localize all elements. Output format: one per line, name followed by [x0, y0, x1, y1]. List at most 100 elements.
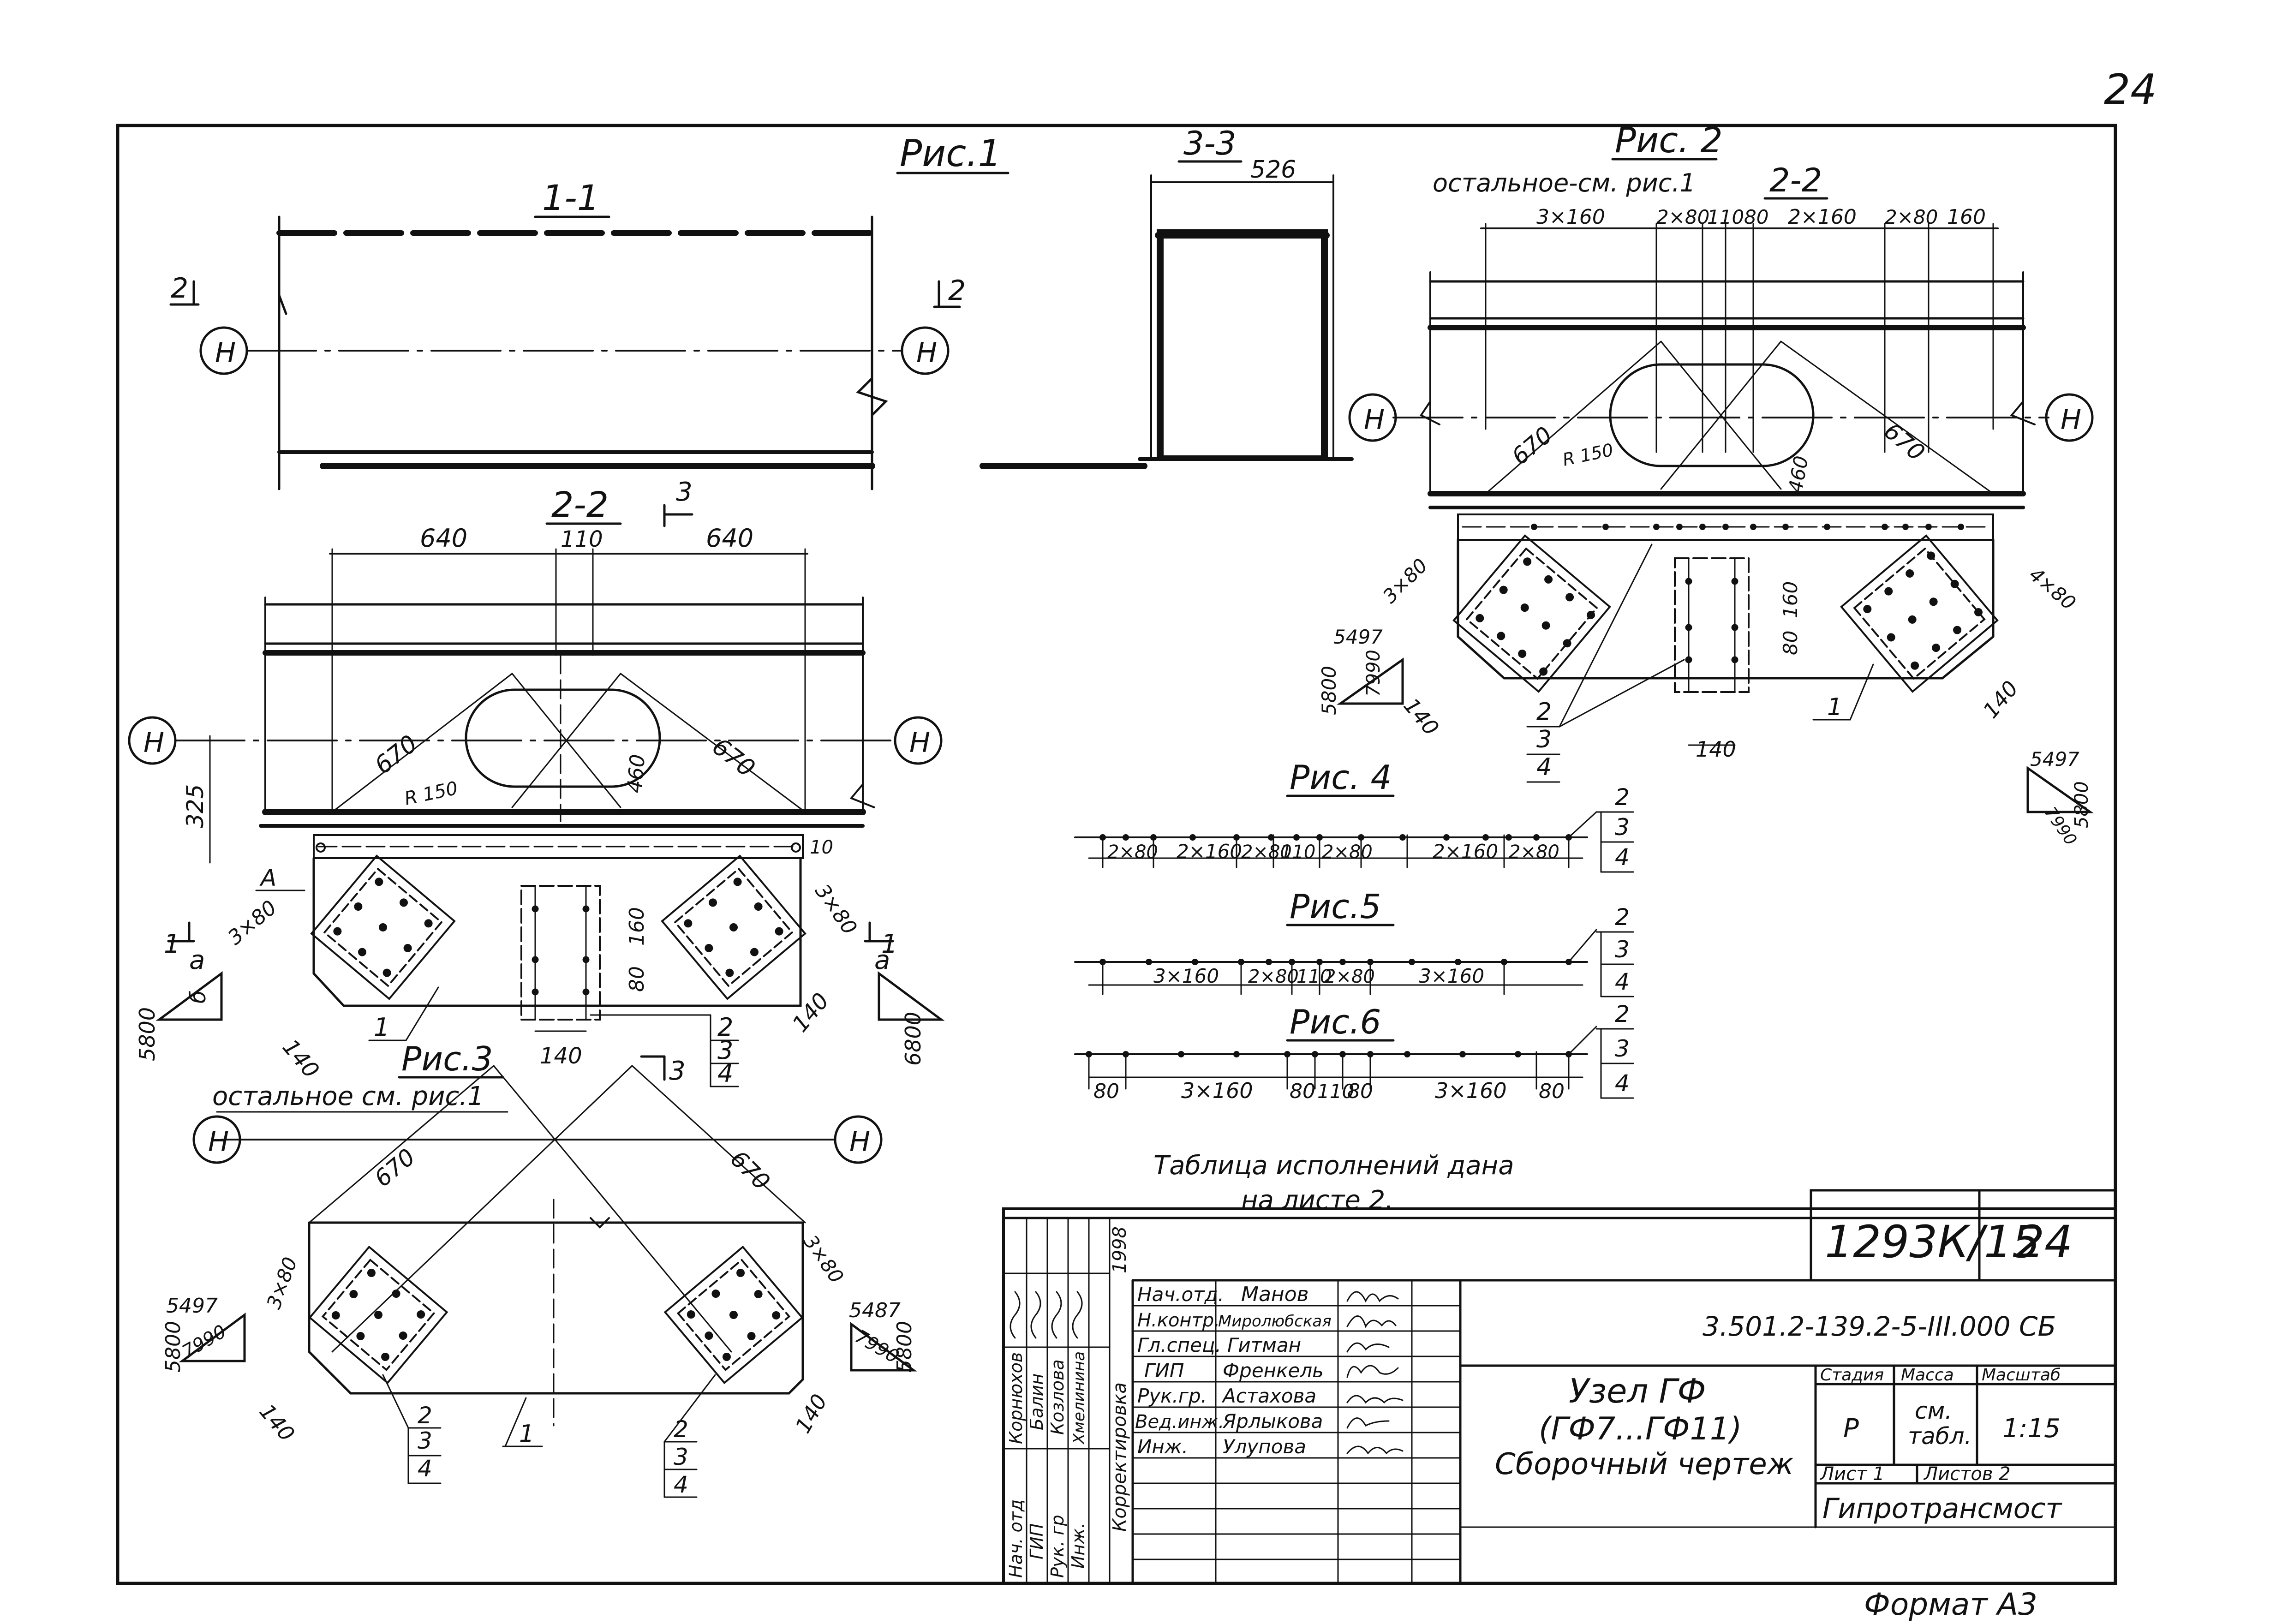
fig4-p3: 3	[1615, 814, 1630, 841]
fig3-3x80-right: 3×80	[799, 1231, 848, 1288]
col-mass: Масса	[1901, 1366, 1954, 1385]
role-3: ГИП	[1144, 1359, 1184, 1382]
role-6: Инж.	[1137, 1435, 1188, 1458]
figure-2: Рис. 2 остальное-см. рис.1 2-2 3×160 2×8…	[1318, 119, 2094, 849]
sheet-number: 24	[2016, 1216, 2073, 1268]
name-3: Френкель	[1223, 1359, 1324, 1382]
dim-110: 110	[561, 526, 603, 552]
figure-3: Рис.3 остальное см. рис.1 Н Н 670 670	[161, 1039, 917, 1498]
fig6-p4: 4	[1615, 1070, 1630, 1097]
fig2-lv1c: 5800	[1318, 666, 1340, 715]
side-name-0: Корнюхов	[1006, 1352, 1026, 1444]
fig2-pos1: 1	[1827, 693, 1842, 721]
fig3-lv1c: 5800	[161, 1321, 185, 1373]
fig2-note: остальное-см. рис.1	[1433, 168, 1696, 197]
fig6-p3: 3	[1615, 1035, 1630, 1062]
fig2-dim-2: 110	[1707, 206, 1744, 228]
fig3-3x80-left: 3×80	[262, 1254, 302, 1312]
name-1: Миролюбская	[1218, 1312, 1332, 1331]
fig2-dim-3: 80	[1744, 206, 1768, 228]
dim-3x80-right: 3×80	[810, 880, 861, 939]
level-b: б	[185, 991, 210, 1003]
cut1-right: 1	[881, 929, 898, 959]
fig1-title: Рис.1	[900, 132, 1002, 175]
fig2-80: 80	[1779, 631, 1802, 655]
fig3-lv1b: 7990	[179, 1321, 230, 1363]
name-6: Улупова	[1223, 1435, 1306, 1458]
level-a-right: а	[874, 945, 890, 975]
role-5: Вед.инж.	[1135, 1411, 1224, 1433]
fig3-axis-left: Н	[208, 1126, 229, 1158]
table-note-2: на листе 2.	[1241, 1185, 1393, 1215]
fig6-d3: 110	[1317, 1080, 1354, 1103]
fig6-d0: 80	[1093, 1080, 1119, 1103]
level-5800: 5800	[135, 1007, 160, 1061]
fig5-d2: 110	[1296, 966, 1332, 987]
fig5-p4: 4	[1615, 968, 1630, 995]
axis-h-2: Н	[916, 337, 937, 369]
fig3-title: Рис.3	[401, 1039, 493, 1078]
dim-526: 526	[1250, 156, 1296, 184]
dim-3x80-left: 3×80	[223, 896, 281, 950]
side-name-3: Хмелинина	[1070, 1351, 1088, 1445]
dim-10: 10	[810, 837, 833, 858]
name-2: Гитман	[1227, 1334, 1301, 1356]
fig4-d1: 2×160	[1177, 840, 1242, 863]
fig3-pos4a: 4	[418, 1455, 432, 1482]
side-year: 1998	[1109, 1226, 1130, 1273]
drawing-name-2: (ГФ7...ГФ11)	[1539, 1411, 1742, 1447]
fig2-dim-1: 2×80	[1656, 206, 1709, 228]
fig3-note: остальное см. рис.1	[212, 1081, 484, 1111]
fig1-title-group: Рис.1	[896, 132, 1010, 175]
drawing-name-1: Узел ГФ	[1569, 1372, 1706, 1410]
fig3-140-left: 140	[255, 1399, 300, 1446]
section-2-2-fig1: 2-2 3 640 110 640 Н Н	[128, 477, 945, 1088]
role-0: Нач.отд.	[1137, 1283, 1224, 1306]
mass-value-2: табл.	[1908, 1423, 1971, 1450]
axis-h-1: Н	[215, 337, 236, 369]
side-role-3: Инж.	[1068, 1522, 1088, 1569]
name-4: Астахова	[1221, 1385, 1316, 1407]
sheets-label: Листов 2	[1923, 1463, 2011, 1485]
fig5-p2: 2	[1615, 904, 1630, 931]
dim-640b: 640	[706, 524, 753, 553]
fig4-d6: 2×80	[1509, 842, 1559, 863]
dim-160-center: 160	[625, 907, 649, 946]
fig3-lv1a: 5497	[166, 1294, 218, 1318]
cut3-bottom: 3	[669, 1056, 686, 1086]
role-2: Гл.спец.	[1137, 1334, 1221, 1356]
fig3-pos3b: 3	[674, 1444, 688, 1470]
fig2-axis-left: Н	[1364, 404, 1385, 436]
col-stage: Стадия	[1820, 1366, 1884, 1385]
fig3-140-right: 140	[790, 1390, 832, 1437]
fig2-title: Рис. 2	[1615, 119, 1723, 161]
side-role-0: Нач. отд	[1006, 1499, 1026, 1578]
fig2-lv2a: 5497	[2030, 748, 2079, 770]
fig3-lv2a: 5487	[849, 1299, 901, 1322]
dim-640a: 640	[420, 524, 467, 553]
fig4-d4: 2×80	[1322, 842, 1373, 863]
figure-6: Рис.6 80 3×160 80 110 80 3×160 80 2 3 4	[1074, 1001, 1634, 1103]
level-a: а	[189, 945, 205, 975]
figure-5: Рис.5 3×160 2×80 110 2×80 3×160 2 3 4	[1074, 887, 1634, 997]
fig6-d6: 80	[1539, 1080, 1565, 1103]
fig4-p4: 4	[1615, 844, 1630, 871]
fig5-d0: 3×160	[1153, 965, 1219, 987]
sheet-label: Лист 1	[1819, 1463, 1885, 1485]
pos2-fig1: 2	[717, 1013, 733, 1042]
fig2-140-left: 140	[1399, 693, 1444, 740]
side-signatures	[1010, 1291, 1083, 1339]
fig6-d1: 3×160	[1181, 1078, 1253, 1103]
cut2-right: 2	[948, 275, 966, 307]
scale-value: 1:15	[2002, 1414, 2061, 1444]
fig3-lv2c: 5800	[893, 1321, 916, 1373]
dim-140-left: 140	[277, 1034, 324, 1083]
fig4-d0: 2×80	[1107, 842, 1158, 863]
fig6-d2: 80	[1290, 1080, 1315, 1103]
side-role-1: ГИП	[1027, 1523, 1047, 1559]
dim-325: 325	[182, 784, 209, 828]
fig6-d5: 3×160	[1435, 1078, 1507, 1103]
axis-h-3: Н	[143, 727, 164, 759]
fig2-axis-right: Н	[2061, 404, 2081, 436]
